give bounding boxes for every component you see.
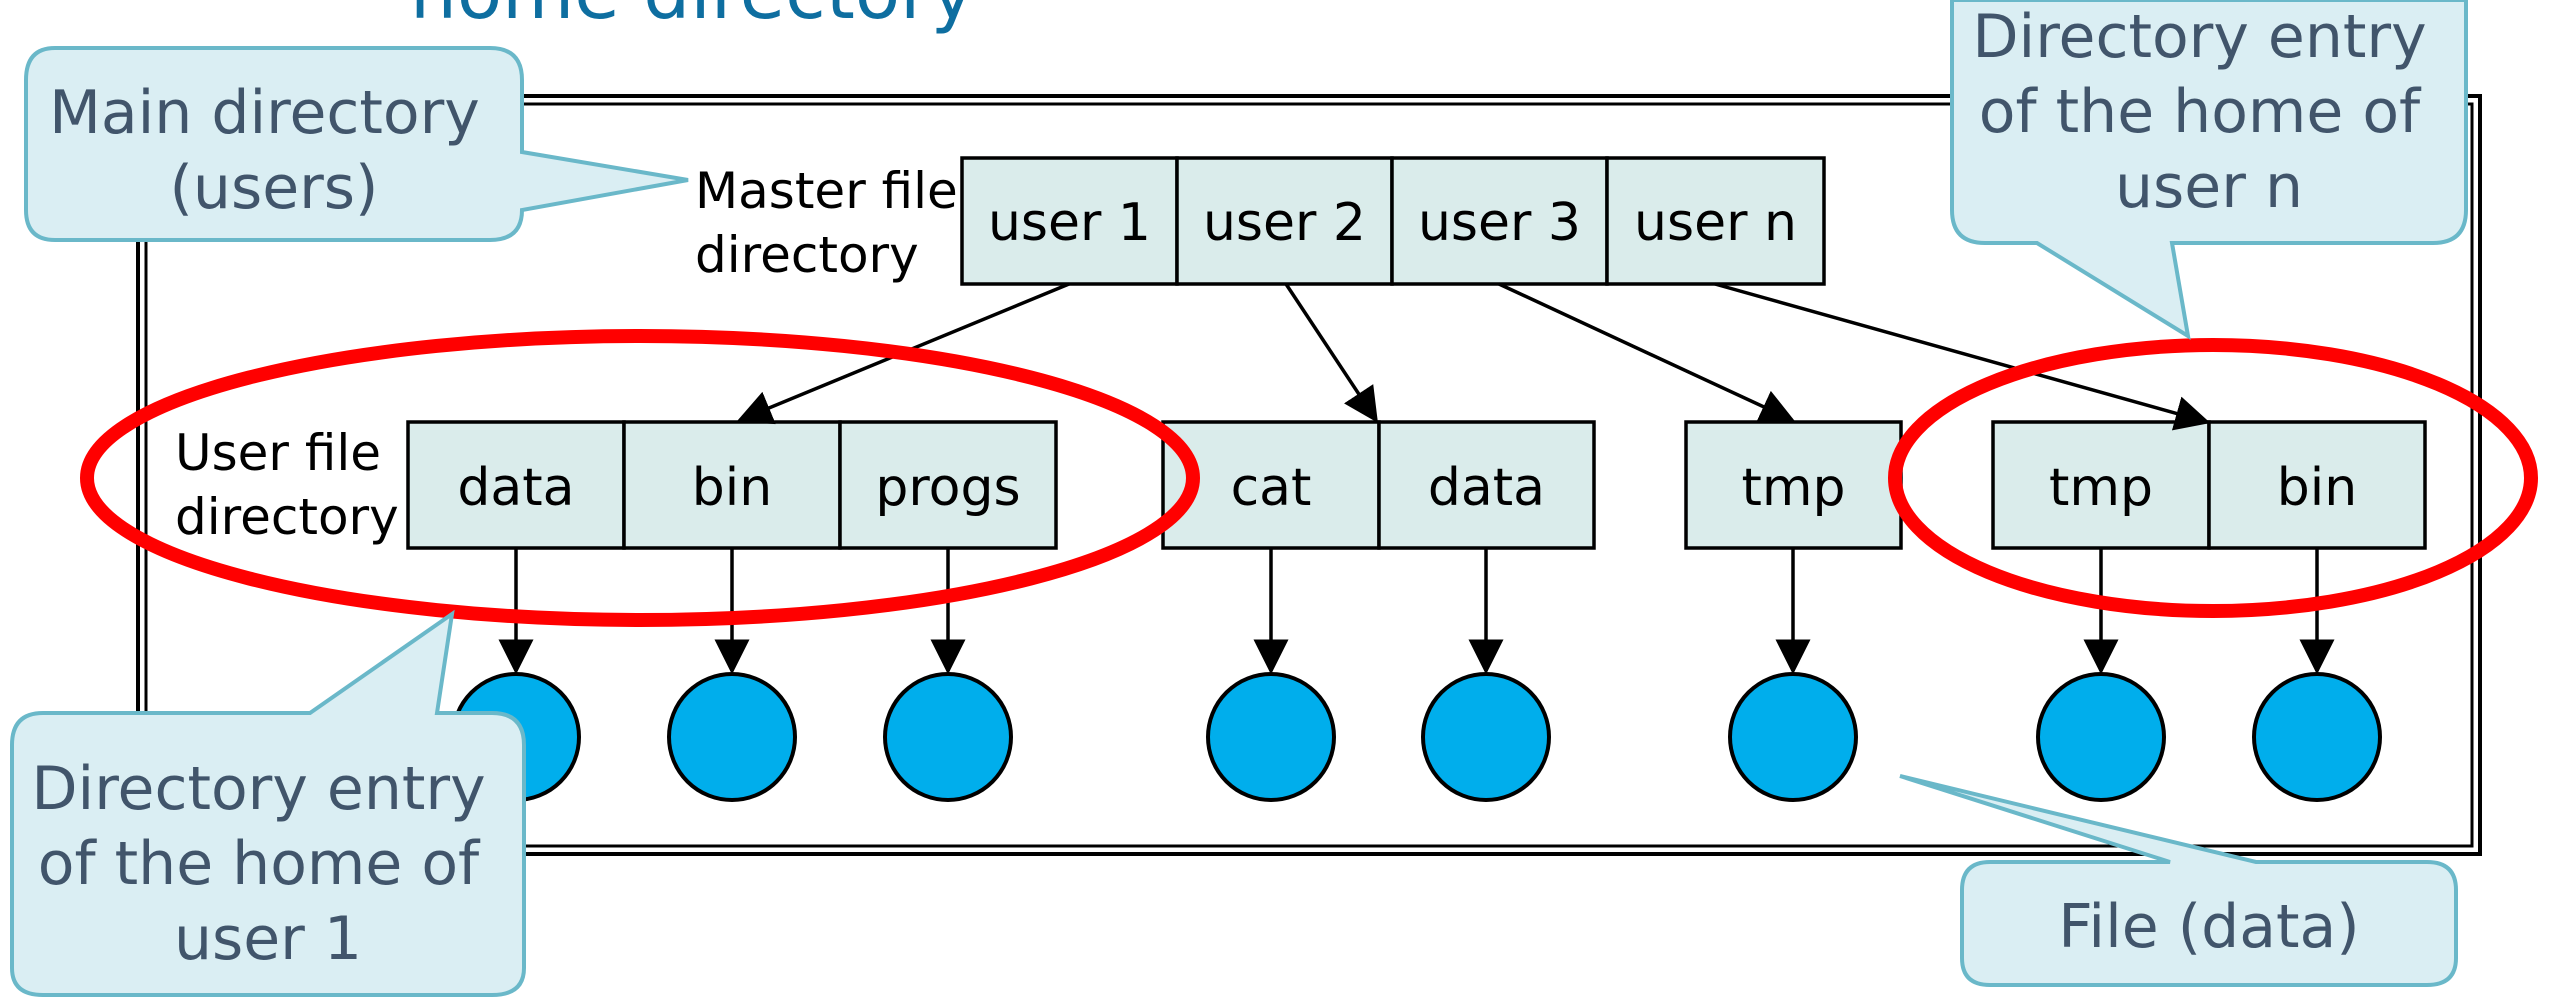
slide-title: home directory: [410, 0, 974, 36]
callout-main-directory: Main directory (users): [24, 46, 689, 242]
arrow-user-n: [1714, 282, 2211, 431]
user-directory-user-3: tmp: [1684, 420, 1903, 550]
callout-entry-user-1-text: Directory entry of the home of user 1: [31, 754, 504, 974]
master-cell-user-2[interactable]: user 2: [1175, 156, 1394, 286]
master-cell-label: user 1: [988, 193, 1151, 253]
master-directory-row: user 1 user 2 user 3 user n: [960, 156, 1826, 286]
user-dir-cell-label: progs: [875, 458, 1020, 518]
file-node[interactable]: [2036, 672, 2166, 802]
user-dir-cell-data[interactable]: data: [1377, 420, 1596, 550]
file-node[interactable]: [2252, 672, 2382, 802]
file-node[interactable]: [667, 672, 797, 802]
user-dir-cell-data[interactable]: data: [406, 420, 626, 550]
callout-file: File (data): [1899, 774, 2458, 987]
master-cell-user-3[interactable]: user 3: [1390, 156, 1609, 286]
highlight-ring-user-n: [1888, 338, 2538, 618]
user-directory-user-n: tmp bin: [1991, 420, 2427, 550]
user-dir-cell-label: tmp: [2049, 458, 2153, 518]
master-to-user-arrows: [736, 282, 2211, 431]
master-file-directory-label: Master file directory: [695, 162, 974, 284]
user-dir-cell-label: data: [1428, 458, 1545, 518]
callout-file-text: File (data): [2058, 892, 2359, 962]
user-dir-cell-bin[interactable]: bin: [2207, 420, 2427, 550]
master-cell-user-1[interactable]: user 1: [960, 156, 1179, 286]
file-node[interactable]: [1206, 672, 1336, 802]
files-row: [451, 672, 2382, 802]
master-cell-label: user n: [1634, 193, 1797, 253]
user-dir-cell-label: bin: [2277, 458, 2357, 518]
user-dir-cell-tmp[interactable]: tmp: [1684, 420, 1903, 550]
user-file-directory-label: User file directory: [175, 424, 399, 546]
callout-entry-user-1: Directory entry of the home of user 1: [10, 609, 526, 997]
arrow-user-2: [1284, 283, 1378, 423]
callout-entry-user-n-text: Directory entry of the home of user n: [1972, 2, 2445, 222]
user-dir-cell-progs[interactable]: progs: [838, 420, 1058, 550]
master-cell-label: user 3: [1418, 193, 1581, 253]
file-node[interactable]: [1728, 672, 1858, 802]
user-dir-cell-tmp[interactable]: tmp: [1991, 420, 2211, 550]
callout-main-directory-text: Main directory (users): [49, 78, 499, 223]
file-node[interactable]: [1421, 672, 1551, 802]
highlight-ring-user-1: [80, 329, 1200, 627]
user-dir-cell-label: cat: [1231, 458, 1312, 518]
user-dir-cell-label: tmp: [1741, 458, 1845, 518]
user-dir-cell-label: data: [457, 458, 574, 518]
user-directory-user-2: cat data: [1161, 420, 1596, 550]
user-directory-user-1: data bin progs: [406, 420, 1058, 550]
user-dir-cell-label: bin: [692, 458, 772, 518]
user-dir-cell-bin[interactable]: bin: [622, 420, 842, 550]
callout-entry-user-n: Directory entry of the home of user n: [1950, 0, 2468, 341]
outer-frame: [136, 94, 2482, 856]
master-cell-label: user 2: [1203, 193, 1366, 253]
master-cell-user-n[interactable]: user n: [1605, 156, 1826, 286]
file-node[interactable]: [883, 672, 1013, 802]
arrow-user-3: [1498, 282, 1796, 423]
